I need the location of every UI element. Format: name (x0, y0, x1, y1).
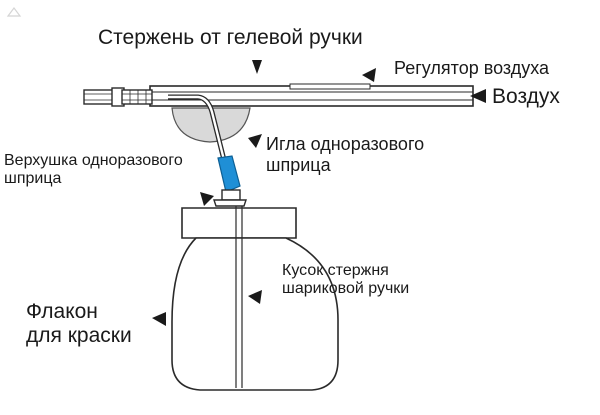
arrow-flask (152, 312, 166, 326)
label-syringe-tip: Верхушка одноразового шприца (4, 152, 183, 189)
arrow-air (470, 89, 486, 103)
nozzle-fitting (83, 87, 153, 107)
label-needle: Игла одноразового шприца (266, 134, 424, 175)
glue-blob (171, 107, 251, 143)
syringe-tip (213, 189, 247, 207)
label-air-regulator: Регулятор воздуха (394, 58, 550, 78)
label-gel-pen-rod: Стержень от гелевой ручки (98, 26, 363, 49)
label-rod-piece-line1: Кусок стержня (282, 262, 389, 279)
label-needle-line1: Игла одноразового (266, 134, 425, 154)
watermark-icon (6, 7, 22, 17)
air-regulator-slot (289, 83, 371, 90)
arrow-rod-piece (248, 290, 262, 304)
syringe-needle (168, 94, 227, 161)
label-flask: Флакон для краски (26, 300, 132, 348)
arrow-air-regulator (362, 68, 376, 82)
arrow-needle (248, 134, 262, 148)
flask-body (171, 237, 339, 391)
needle-hub (217, 155, 241, 193)
label-flask-line2: для краски (26, 324, 132, 348)
label-air: Воздух (492, 85, 560, 108)
label-needle-line2: шприца (266, 154, 331, 175)
label-syringe-tip-line2: шприца (4, 170, 62, 188)
ballpoint-rod-piece (235, 206, 243, 388)
label-rod-piece-line2: шариковой ручки (282, 280, 410, 298)
arrow-top-title (252, 60, 262, 74)
flask-cap (181, 207, 297, 239)
arrow-syringe-tip (200, 192, 214, 206)
label-rod-piece: Кусок стержня шариковой ручки (282, 262, 409, 299)
label-syringe-tip-line1: Верхушка одноразового (4, 152, 183, 169)
label-flask-line1: Флакон (26, 300, 98, 323)
